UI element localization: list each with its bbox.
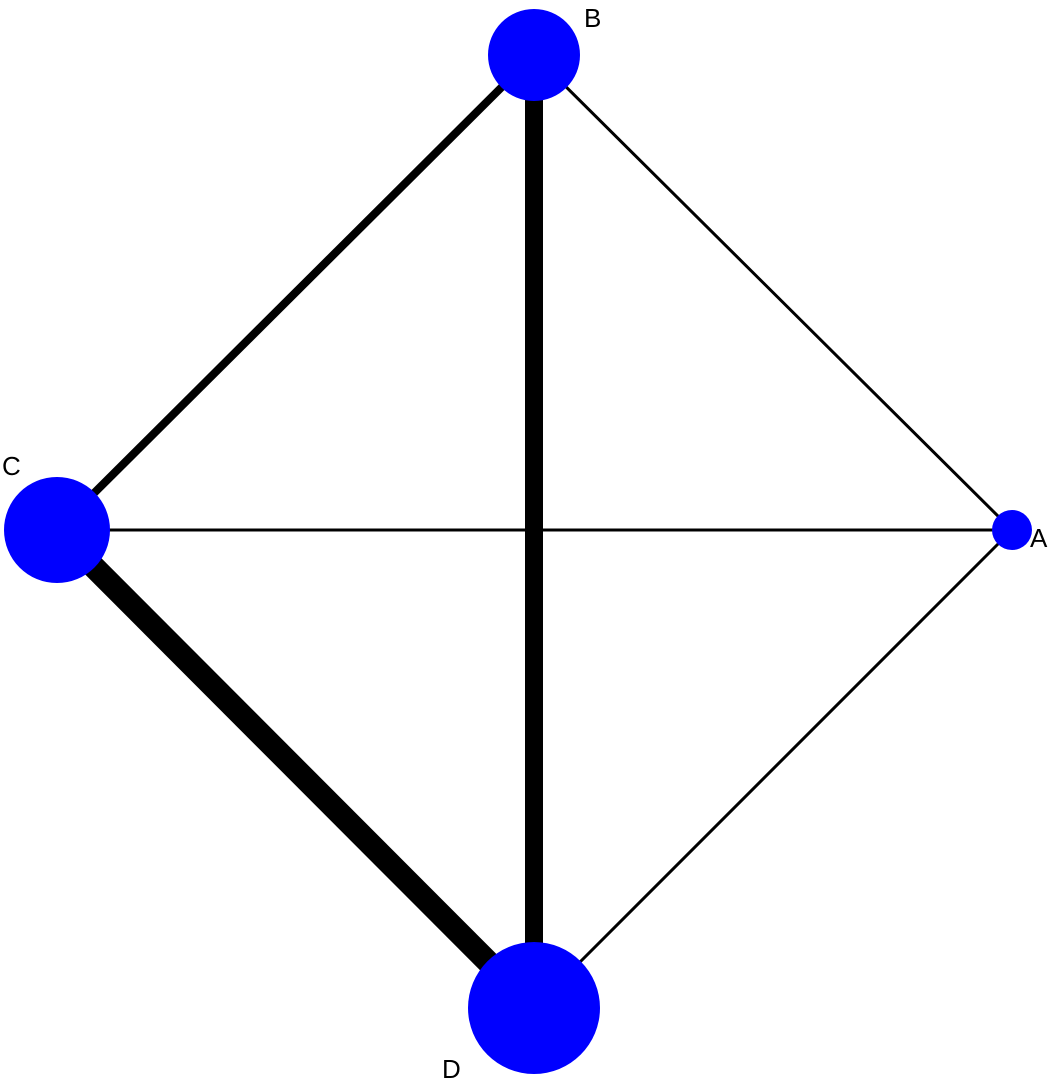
edge-b-a [532,53,1014,532]
node-d [468,942,600,1074]
node-label-c: C [2,451,21,481]
node-label-b: B [584,3,601,33]
node-label-d: D [442,1054,461,1081]
labels-layer: A B C D [2,3,1048,1081]
node-c [4,477,110,583]
node-a [992,510,1032,550]
nodes-layer [4,9,1032,1074]
edges-layer [48,52,1014,1017]
edge-b-c [54,52,537,533]
edge-a-d [532,528,1014,1010]
edge-c-d [48,521,543,1017]
node-label-a: A [1030,523,1048,553]
node-b [488,9,580,101]
